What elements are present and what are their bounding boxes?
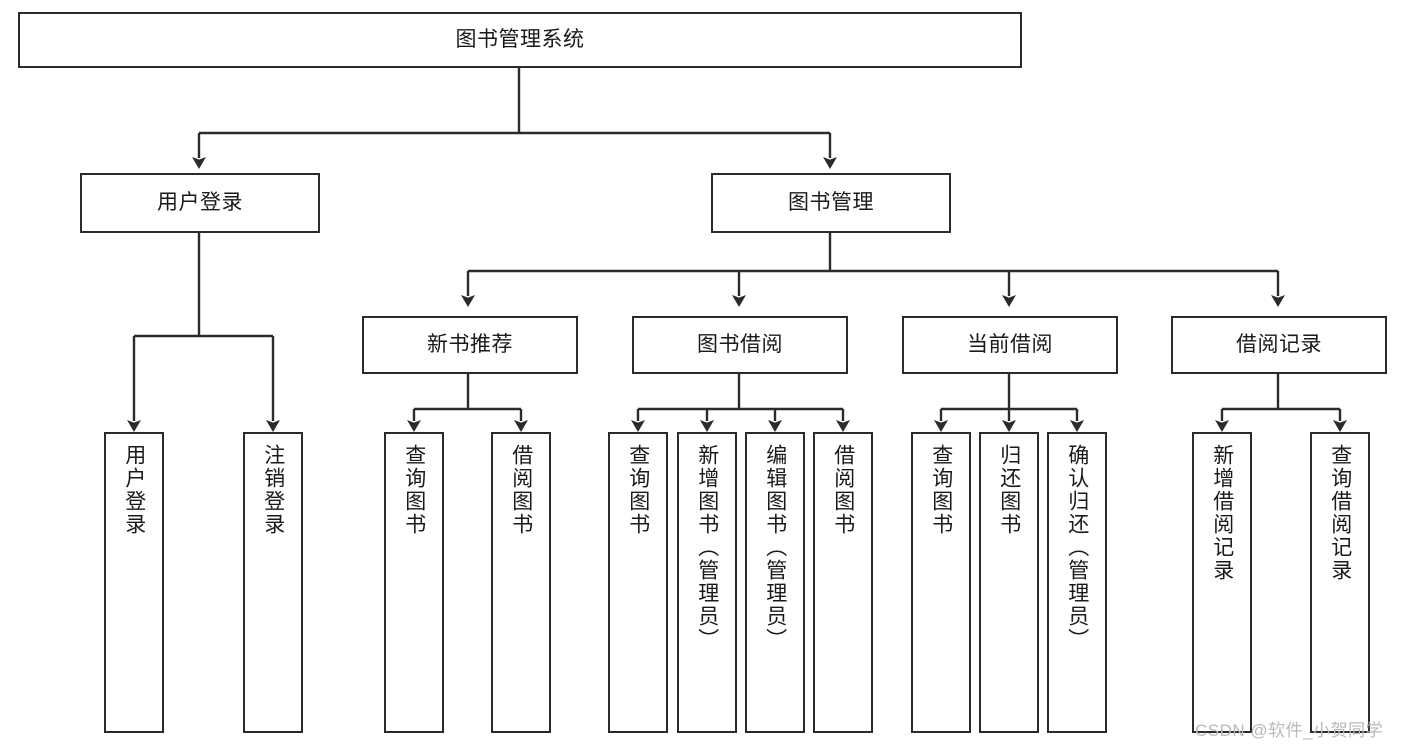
node-new-book-recommend[interactable]: 新书推荐	[362, 316, 578, 374]
node-book-management[interactable]: 图书管理	[711, 173, 951, 233]
leaf-query-book-current[interactable]: 查询图书	[911, 432, 971, 733]
node-current-borrow[interactable]: 当前借阅	[902, 316, 1118, 374]
node-borrow-record[interactable]: 借阅记录	[1171, 316, 1387, 374]
node-label: 图书管理系统	[455, 28, 585, 52]
node-label: 查询图书	[929, 444, 953, 536]
node-label: 用户登录	[157, 191, 243, 215]
node-label: 借阅图书	[509, 444, 533, 536]
node-label: 新书推荐	[427, 333, 513, 357]
node-label: 编辑图书（管理员）	[763, 444, 787, 651]
leaf-query-borrow-record[interactable]: 查询借阅记录	[1310, 432, 1370, 733]
node-label: 查询图书	[402, 444, 426, 536]
node-label: 借阅图书	[831, 444, 855, 536]
leaf-query-book-borrow[interactable]: 查询图书	[608, 432, 668, 733]
leaf-user-logout[interactable]: 注销登录	[243, 432, 303, 733]
node-book-borrow[interactable]: 图书借阅	[632, 316, 848, 374]
node-label: 用户登录	[122, 444, 146, 536]
leaf-return-book[interactable]: 归还图书	[979, 432, 1039, 733]
node-label: 图书借阅	[697, 333, 783, 357]
leaf-borrow-book[interactable]: 借阅图书	[813, 432, 873, 733]
node-label: 确认归还（管理员）	[1065, 444, 1089, 651]
leaf-add-borrow-record[interactable]: 新增借阅记录	[1192, 432, 1252, 733]
node-label: 注销登录	[261, 444, 285, 536]
leaf-confirm-return-admin[interactable]: 确认归还（管理员）	[1047, 432, 1107, 733]
node-label: 当前借阅	[967, 333, 1053, 357]
node-label: 查询图书	[626, 444, 650, 536]
leaf-query-book-recommend[interactable]: 查询图书	[384, 432, 444, 733]
node-root-book-management-system[interactable]: 图书管理系统	[18, 12, 1022, 68]
leaf-user-login[interactable]: 用户登录	[104, 432, 164, 733]
leaf-add-book-admin[interactable]: 新增图书（管理员）	[677, 432, 737, 733]
leaf-borrow-book-recommend[interactable]: 借阅图书	[491, 432, 551, 733]
leaf-edit-book-admin[interactable]: 编辑图书（管理员）	[745, 432, 805, 733]
node-label: 查询借阅记录	[1328, 444, 1352, 582]
node-user-login[interactable]: 用户登录	[80, 173, 320, 233]
node-label: 新增图书（管理员）	[695, 444, 719, 651]
node-label: 图书管理	[788, 191, 874, 215]
node-label: 借阅记录	[1236, 333, 1322, 357]
node-label: 新增借阅记录	[1210, 444, 1234, 582]
csdn-watermark: CSDN @软件_小贺同学	[1195, 721, 1384, 740]
node-label: 归还图书	[997, 444, 1021, 536]
